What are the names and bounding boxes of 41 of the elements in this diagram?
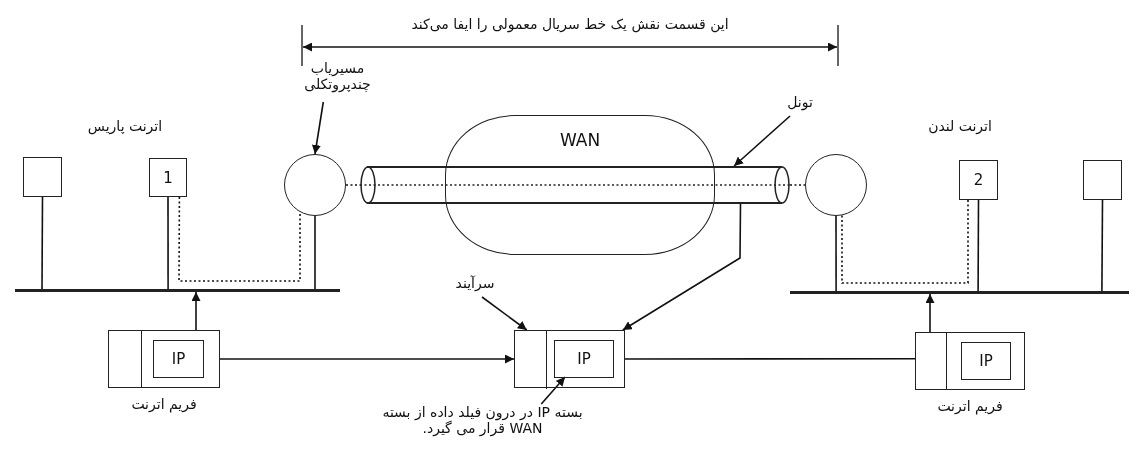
host-box: 2	[959, 160, 998, 200]
connector-line	[167, 196, 169, 290]
connector-line	[835, 215, 837, 292]
frame-box	[108, 330, 220, 388]
host-box: 1	[149, 158, 187, 197]
callout-text: بسته IP در درون فیلد داده از بسته WAN قرار می گیرد.	[365, 404, 600, 450]
leader-arrow	[733, 115, 791, 167]
connector-line	[1101, 199, 1104, 292]
note-text: این قسمت نقش یک خط سریال معمولی را ایفا می‌کند	[410, 16, 730, 33]
arrow	[219, 354, 515, 364]
connector-line	[314, 215, 316, 290]
dotted-path	[178, 196, 301, 282]
ip-box: IP	[961, 342, 1011, 380]
connector-line	[41, 196, 44, 290]
leader-arrow	[311, 101, 325, 155]
frame-caption: فریم اترنت	[936, 398, 1004, 415]
arrow	[925, 293, 935, 333]
arrow	[622, 203, 742, 331]
connector-line	[624, 357, 916, 360]
frame-box	[915, 332, 1025, 390]
network-label: اترنت لندن	[927, 118, 993, 135]
frame-caption: فریم اترنت	[130, 396, 198, 413]
leader-arrow	[481, 296, 528, 331]
callout-text: تونل	[775, 94, 825, 116]
callout-text: سرآیند	[440, 275, 510, 297]
callout-text: مسیریاب چندپروتکلی	[290, 60, 385, 102]
host-box	[23, 157, 62, 197]
leader-arrow	[540, 376, 566, 405]
dotted-path	[789, 184, 806, 186]
packet-box	[514, 330, 625, 388]
wan-cloud: WAN	[445, 115, 715, 255]
tunnel-cylinder	[360, 166, 790, 204]
ethernet-bus	[15, 289, 340, 292]
dotted-path	[841, 199, 969, 284]
network-label: اترنت پاریس	[86, 118, 164, 135]
arrow	[191, 291, 201, 331]
ethernet-bus	[790, 291, 1129, 294]
ip-box: IP	[554, 340, 614, 378]
connector-line	[977, 199, 980, 292]
host-box	[1083, 160, 1122, 200]
ip-box: IP	[153, 340, 204, 378]
